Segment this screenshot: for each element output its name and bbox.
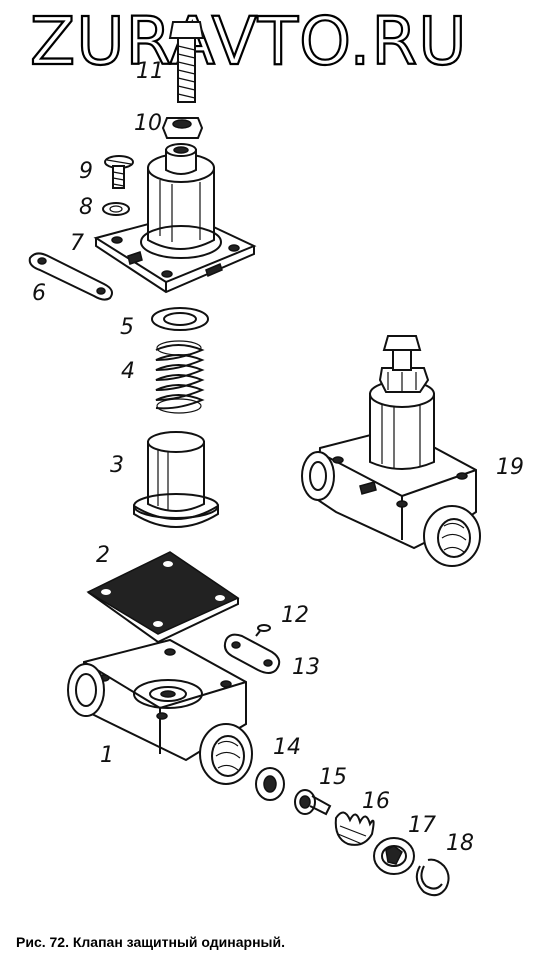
callout-8: 8: [79, 195, 93, 220]
callout-15: 15: [319, 765, 347, 790]
callout-12: 12: [281, 603, 309, 628]
callout-13: 13: [292, 655, 320, 680]
part-18-retaining-ring: [415, 858, 450, 897]
part-16-spring: [334, 811, 375, 846]
part-9-screw: [104, 155, 134, 189]
callout-14: 14: [273, 735, 301, 760]
part-17-seat: [373, 837, 415, 875]
figure-caption: Рис. 72. Клапан защитный одинарный.: [16, 934, 285, 950]
callout-10: 10: [134, 111, 162, 136]
callout-5: 5: [120, 315, 134, 340]
part-3-piston: [133, 431, 219, 528]
part-2-diaphragm: [86, 551, 240, 644]
callout-7: 7: [70, 231, 84, 256]
part-1-body: [67, 638, 253, 785]
callout-18: 18: [446, 831, 474, 856]
part-14-ring: [255, 767, 285, 801]
callout-17: 17: [408, 813, 436, 838]
callout-2: 2: [96, 543, 110, 568]
part-5-ring: [151, 307, 209, 331]
part-11-bolt: [168, 21, 205, 103]
callout-11: 11: [136, 59, 164, 84]
part-10-nut: [161, 117, 204, 139]
callout-1: 1: [100, 743, 114, 768]
callout-9: 9: [79, 159, 93, 184]
callout-6: 6: [32, 281, 46, 306]
watermark: ZURAVTO.RU: [30, 3, 468, 80]
part-12-rivet: [255, 624, 271, 637]
part-4-spring: [155, 340, 205, 414]
part-15-valve: [294, 789, 332, 816]
callout-19: 19: [496, 455, 524, 480]
part-13-plate: [223, 633, 281, 674]
part-19-assembled-valve: [301, 335, 481, 567]
callout-3: 3: [110, 453, 124, 478]
part-6-plate: [28, 252, 113, 301]
part-7-cover: [93, 143, 257, 294]
part-8-washer: [102, 202, 130, 216]
callout-4: 4: [121, 359, 135, 384]
callout-16: 16: [362, 789, 390, 814]
